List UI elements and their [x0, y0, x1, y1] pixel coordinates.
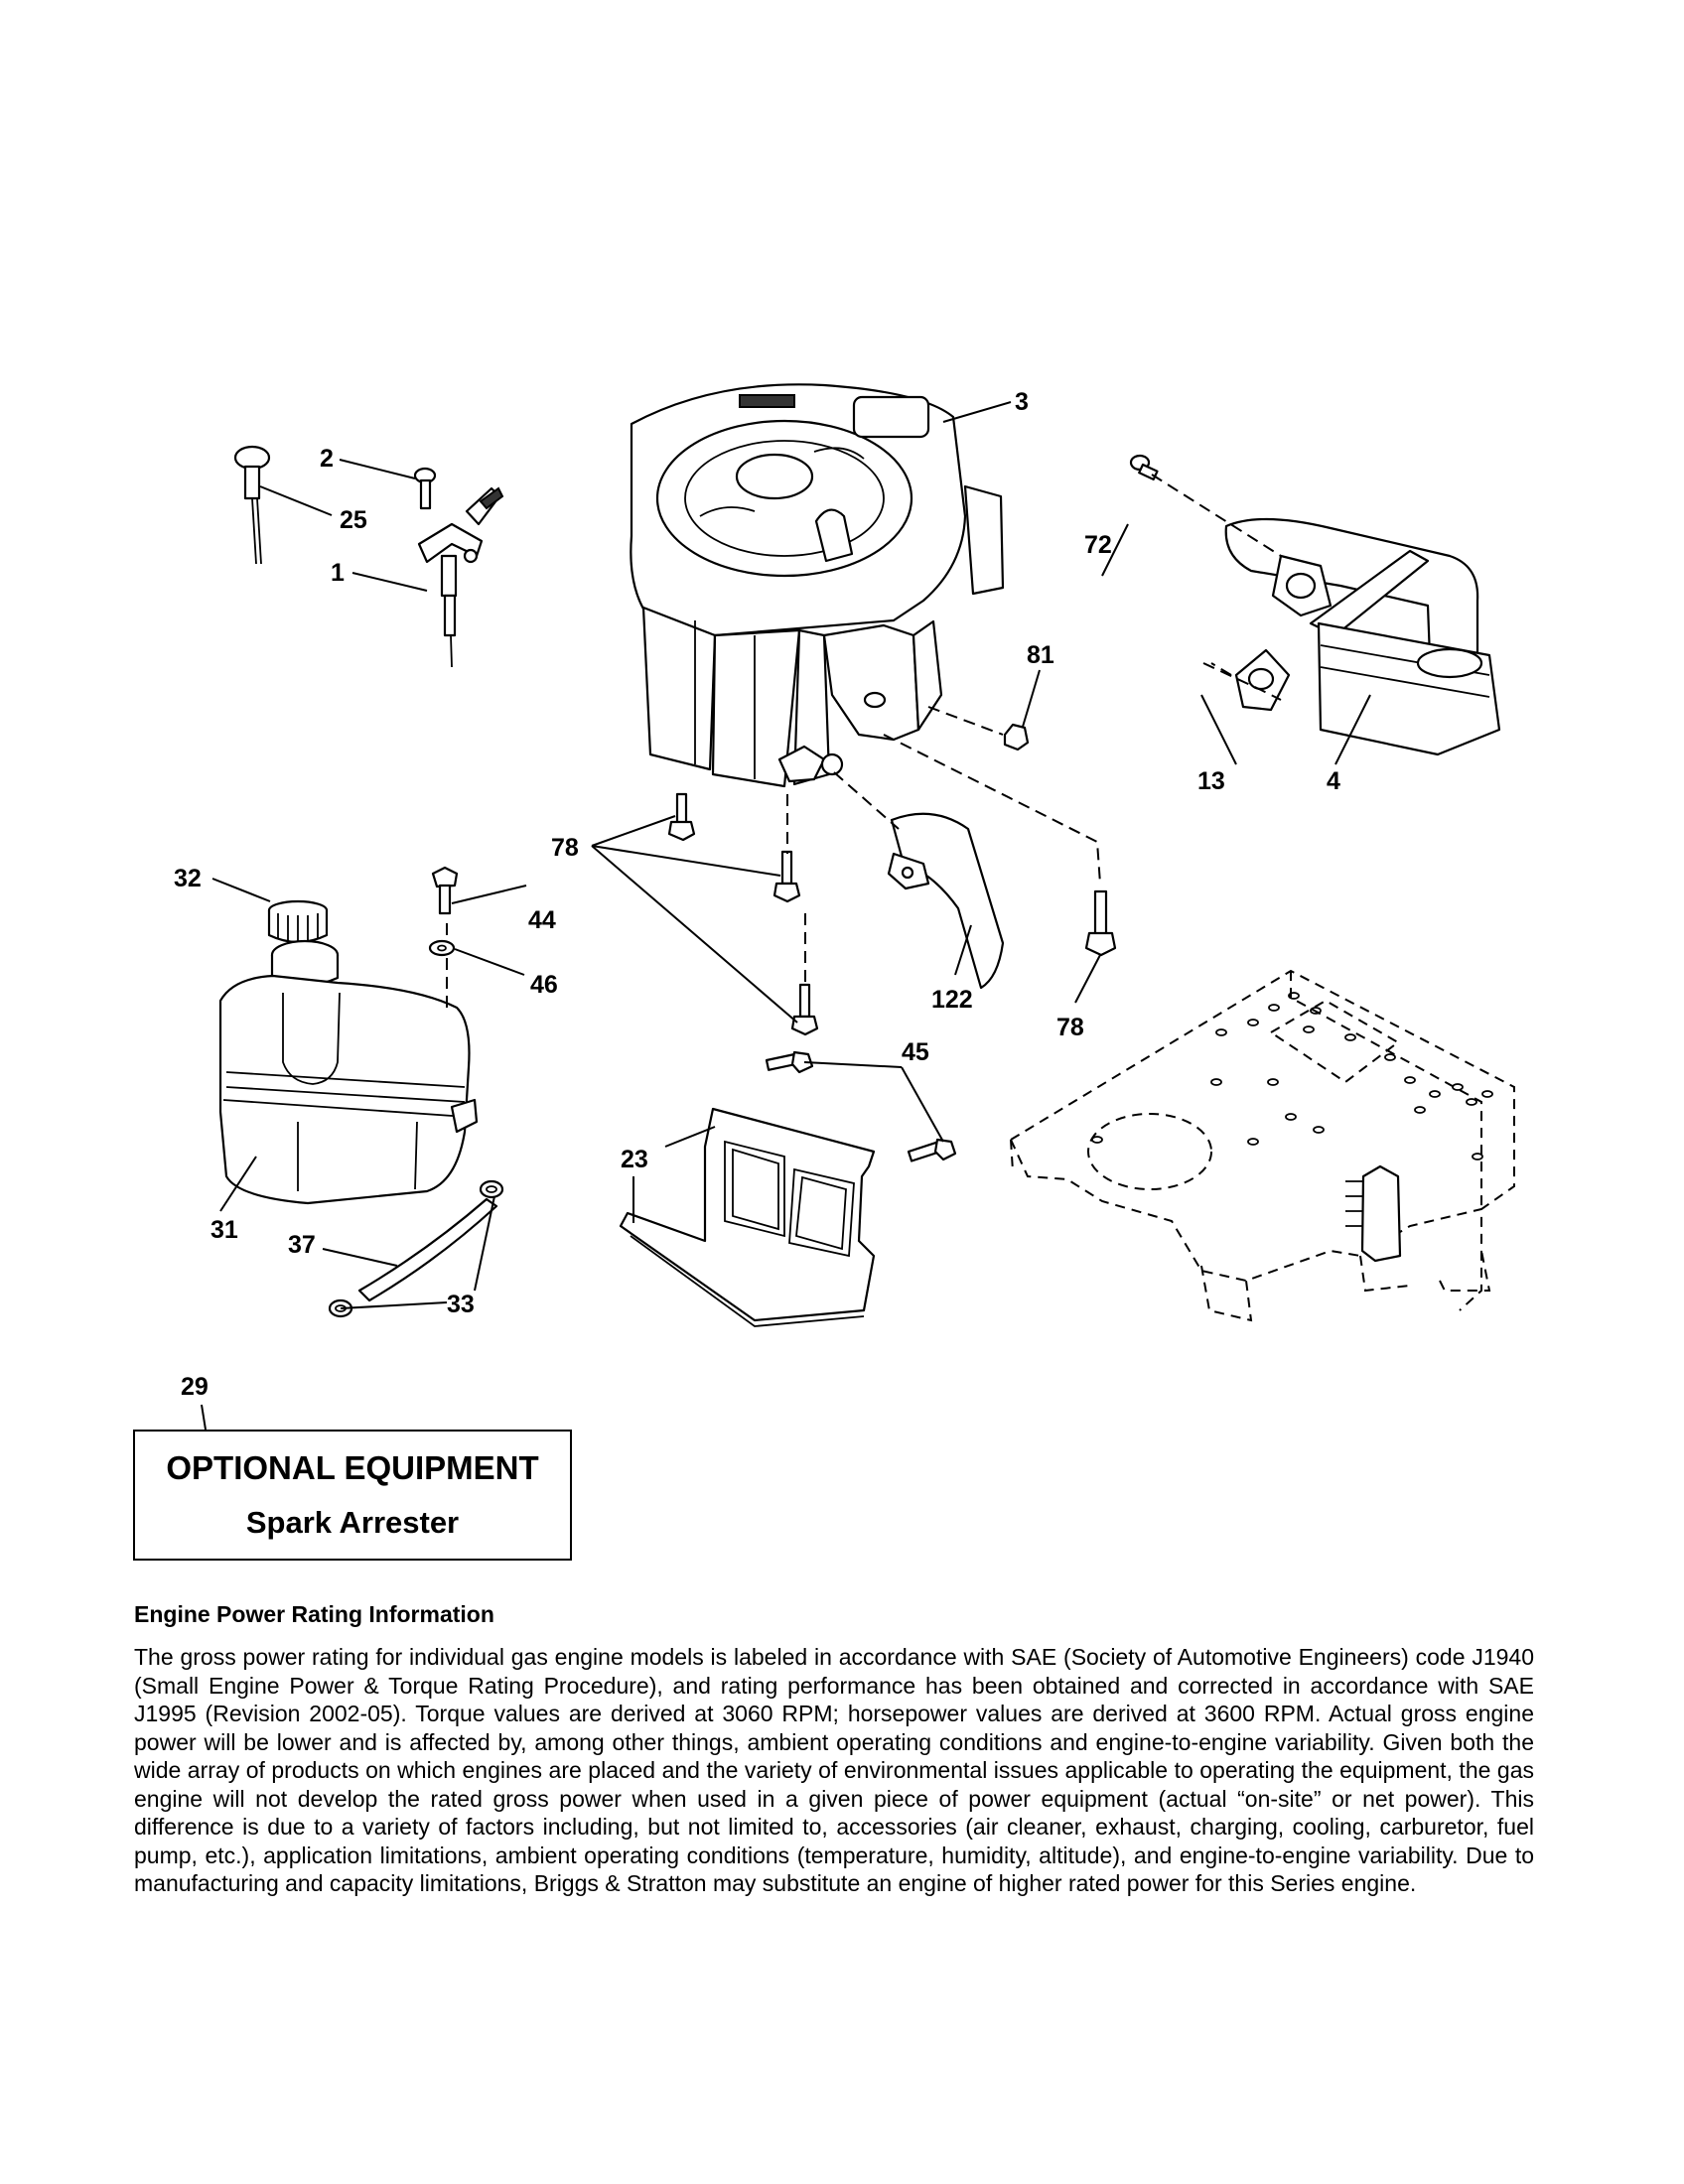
callout-46: 46 [530, 971, 558, 999]
washer-part-46 [428, 939, 456, 957]
engine-info-heading: Engine Power Rating Information [134, 1601, 494, 1627]
nut-part-81 [1003, 723, 1030, 751]
optional-equipment-box: OPTIONAL EQUIPMENT Spark Arrester [133, 1430, 572, 1561]
fuel-line-part [357, 1197, 498, 1302]
leader-lines [201, 401, 1371, 1431]
callout-labels: 1 2 3 4 13 23 25 29 31 32 33 37 44 45 46… [174, 388, 1340, 1401]
optional-equipment-title: OPTIONAL EQUIPMENT [166, 1449, 539, 1486]
callout-29: 29 [181, 1373, 209, 1401]
fuel-tank-part [218, 939, 479, 1205]
hose-clamp-part-a [479, 1179, 504, 1199]
bolt-part-78-b [772, 850, 801, 903]
bolt-part-78-a [667, 792, 696, 842]
assembly-lines [446, 474, 1282, 1013]
callout-25: 25 [340, 506, 367, 534]
muffler-part [1224, 517, 1501, 756]
optional-equipment-item: Spark Arrester [245, 1505, 460, 1540]
callout-81: 81 [1027, 641, 1054, 669]
heat-shield-part [887, 812, 1005, 990]
callout-3: 3 [1015, 388, 1029, 416]
chassis-plate-part [1010, 969, 1515, 1322]
callout-1: 1 [331, 559, 345, 587]
callout-45: 45 [902, 1038, 929, 1066]
callout-122: 122 [931, 986, 973, 1014]
bolt-part-45-a [765, 1050, 814, 1074]
callout-23: 23 [621, 1146, 648, 1173]
callout-37: 37 [288, 1231, 316, 1259]
engine-info-body: The gross power rating for individual ga… [134, 1644, 1534, 1896]
engine-part [630, 383, 1005, 788]
throttle-control-part [417, 486, 504, 668]
dipstick-part [233, 445, 271, 565]
gasket-part [1234, 648, 1291, 712]
mounting-bracket-part [619, 1107, 876, 1327]
callout-13: 13 [1197, 767, 1225, 795]
callout-44: 44 [528, 906, 556, 934]
callout-31: 31 [210, 1216, 238, 1244]
callout-78-left: 78 [551, 834, 579, 862]
callout-32: 32 [174, 865, 202, 892]
screw-part-2 [413, 467, 437, 510]
callout-4: 4 [1327, 767, 1340, 795]
callout-78-right: 78 [1056, 1014, 1084, 1041]
bolt-part-44 [431, 866, 459, 915]
callout-33: 33 [447, 1291, 475, 1318]
fuel-cap-part [267, 899, 329, 944]
bolt-part-45-b [907, 1138, 957, 1162]
bolt-part-78-c [790, 983, 819, 1036]
callout-72: 72 [1084, 531, 1112, 559]
callout-2: 2 [320, 445, 334, 473]
bolt-part-78-d [1084, 889, 1117, 957]
